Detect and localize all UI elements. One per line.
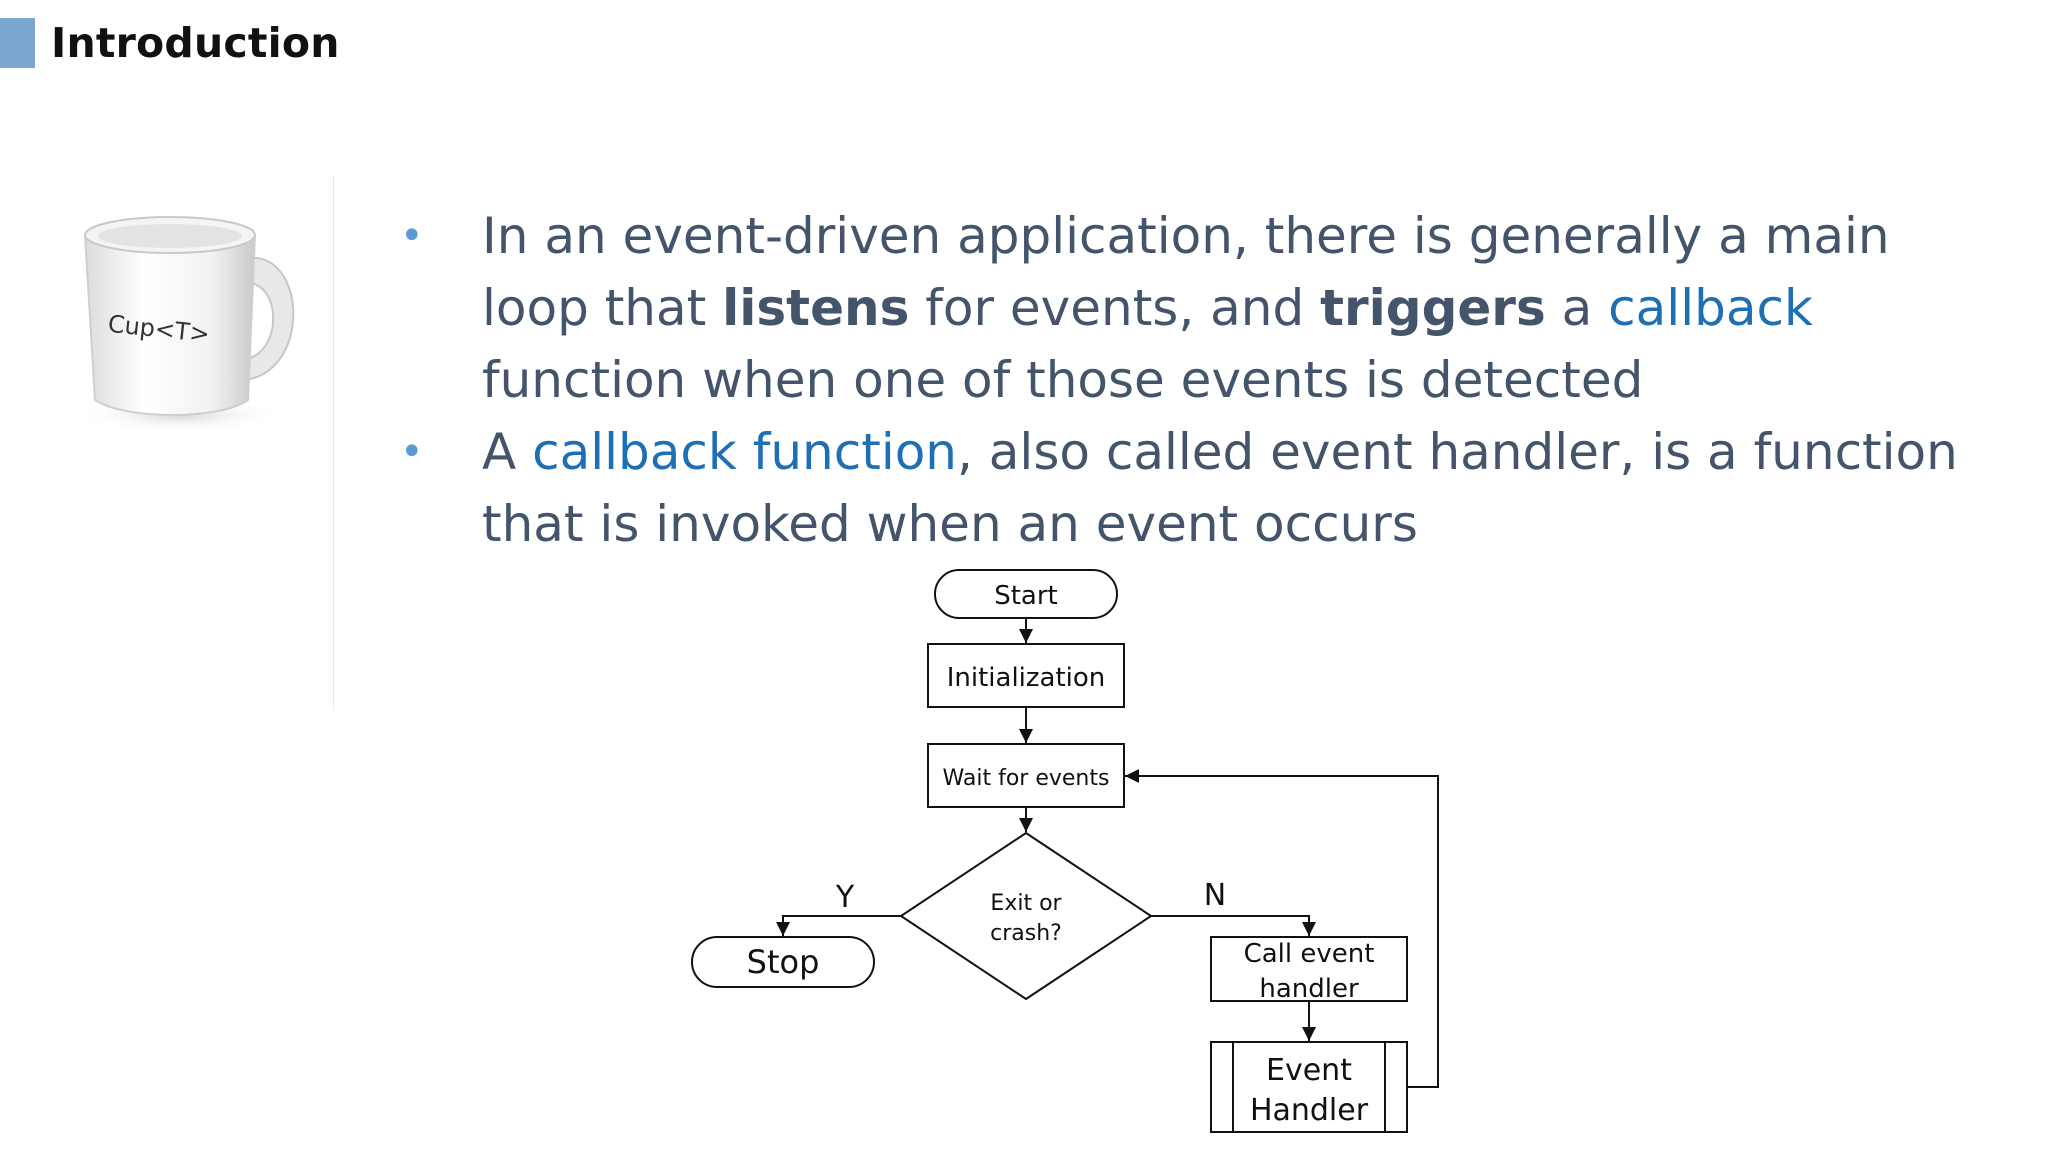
no-label: N <box>1204 878 1226 913</box>
bullet-text: , also called event handler, is a functi… <box>482 423 1958 553</box>
bullet-item-1: • In an event-driven application, there … <box>400 200 1960 416</box>
event-handler-line1: Event <box>1266 1053 1352 1088</box>
bullet-highlight-text: callback function <box>532 423 957 481</box>
bullet-text: In an event-driven application, there is… <box>482 207 1890 337</box>
call-event-handler-line1: Call event <box>1244 939 1375 969</box>
call-event-handler-line2: handler <box>1259 974 1359 1004</box>
stop-terminator <box>691 936 875 988</box>
decision-label-line2: crash? <box>990 921 1062 946</box>
initialization-box <box>927 643 1125 708</box>
mug-image: Cup<T> <box>70 205 325 440</box>
arrow-decision-to-call <box>1151 915 1316 936</box>
bullet-highlight-text: callback <box>1608 279 1813 337</box>
bullet-text: a <box>1545 279 1609 337</box>
start-label: Start <box>994 581 1058 611</box>
bullet-text: for events, and <box>909 279 1321 337</box>
vertical-divider <box>333 175 334 710</box>
bullet-list: • In an event-driven application, there … <box>400 200 1960 560</box>
bullet-dot-icon: • <box>400 213 424 259</box>
bullet-text: A <box>482 423 533 481</box>
mug-illustration: Cup<T> <box>75 216 295 433</box>
decision-diamond <box>899 831 1153 1001</box>
decision-label-line1: Exit or <box>990 891 1062 916</box>
event-handler-process-box <box>1210 1041 1408 1133</box>
wait-for-events-label: Wait for events <box>943 766 1110 791</box>
bullet-bold-text: triggers <box>1320 279 1546 337</box>
arrow-decision-to-stop <box>776 915 901 936</box>
initialization-label: Initialization <box>947 663 1106 693</box>
call-event-handler-box <box>1210 936 1408 1002</box>
stop-label: Stop <box>747 943 820 981</box>
event-handler-line2: Handler <box>1250 1093 1369 1128</box>
wait-for-events-box <box>927 743 1125 808</box>
bullet-bold-text: listens <box>722 279 910 337</box>
slide-title: Introduction <box>51 19 340 67</box>
arrow-loop-back-to-wait <box>1125 769 1439 1088</box>
bullet-dot-icon: • <box>400 429 424 475</box>
bullet-text: function when one of those events is det… <box>482 351 1644 409</box>
title-accent-bar <box>0 18 35 68</box>
yes-label: Y <box>835 880 855 915</box>
bullet-item-2: • A callback function, also called event… <box>400 416 1960 560</box>
